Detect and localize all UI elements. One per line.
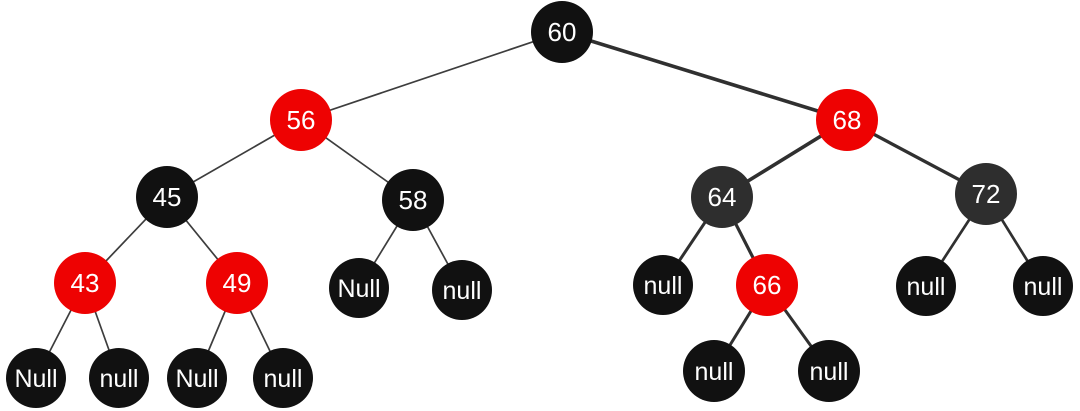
tree-node-66-L: null <box>683 340 745 402</box>
tree-node-66: 66 <box>736 254 798 316</box>
node-circle-66-R <box>798 340 860 402</box>
tree-node-64-L: null <box>633 255 693 315</box>
tree-edge-60-68 <box>561 30 848 122</box>
node-circle-66-L <box>683 340 745 402</box>
tree-node-64: 64 <box>691 166 753 228</box>
node-circle-43-L <box>6 348 66 408</box>
tree-node-43: 43 <box>54 252 116 314</box>
node-circle-49-L <box>167 348 227 408</box>
node-circle-43-R <box>89 348 149 408</box>
tree-node-72-R: null <box>1013 256 1073 316</box>
node-circle-45 <box>136 166 198 228</box>
tree-node-66-R: null <box>798 340 860 402</box>
node-circle-64-L <box>633 255 693 315</box>
node-circle-72-L <box>896 256 956 316</box>
node-circle-60 <box>531 1 593 63</box>
tree-node-58-R: null <box>432 260 492 320</box>
tree-node-56: 56 <box>270 89 332 151</box>
tree-node-68: 68 <box>816 89 878 151</box>
tree-node-58-L: Null <box>329 258 389 318</box>
node-circle-56 <box>270 89 332 151</box>
node-circle-58 <box>382 169 444 231</box>
tree-node-49-L: Null <box>167 348 227 408</box>
node-circle-58-R <box>432 260 492 320</box>
node-circle-49-R <box>253 348 313 408</box>
node-circle-72 <box>955 163 1017 225</box>
node-circle-66 <box>736 254 798 316</box>
tree-node-43-R: null <box>89 348 149 408</box>
tree-node-60: 60 <box>531 1 593 63</box>
node-circle-49 <box>206 252 268 314</box>
tree-node-58: 58 <box>382 169 444 231</box>
tree-node-49-R: null <box>253 348 313 408</box>
tree-node-43-L: Null <box>6 348 66 408</box>
node-circle-64 <box>691 166 753 228</box>
node-circle-68 <box>816 89 878 151</box>
tree-node-45: 45 <box>136 166 198 228</box>
node-circle-72-R <box>1013 256 1073 316</box>
tree-edge-60-56 <box>300 31 563 121</box>
tree-node-72: 72 <box>955 163 1017 225</box>
tree-node-72-L: null <box>896 256 956 316</box>
node-circle-58-L <box>329 258 389 318</box>
node-circle-43 <box>54 252 116 314</box>
tree-node-49: 49 <box>206 252 268 314</box>
